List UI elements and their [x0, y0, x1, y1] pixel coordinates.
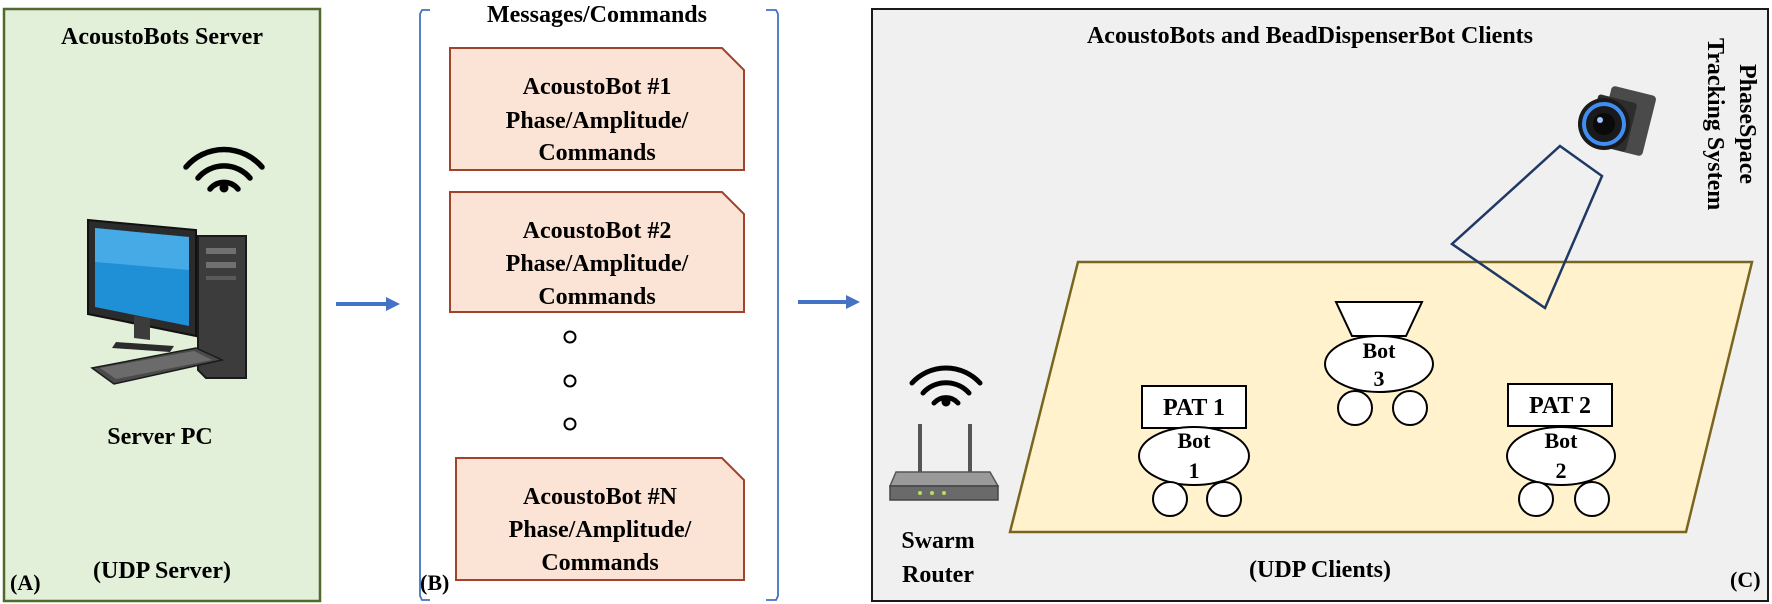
message-1-line2: Phase/Amplitude/	[506, 108, 689, 134]
panel-b-letter: (B)	[420, 570, 449, 595]
message-1-line1: AcoustoBot #1	[523, 74, 672, 100]
bot-1-label-2: 1	[1189, 458, 1200, 483]
bot-3-label-2: 3	[1374, 366, 1385, 391]
tracking-system-label-2: Tracking System	[1702, 38, 1728, 210]
bot-3-label-1: Bot	[1363, 338, 1397, 363]
pat-1-label: PAT 1	[1163, 395, 1225, 421]
message-1-line3: Commands	[538, 140, 655, 166]
server-pc-icon	[87, 218, 247, 385]
messages-bracket	[419, 9, 779, 601]
messages-title: Messages/Commands	[487, 2, 707, 28]
bot-2-label-2: 2	[1556, 458, 1567, 483]
message-n-line3: Commands	[541, 550, 658, 576]
bot-1: PAT 1 Bot 1	[1138, 385, 1250, 517]
clients-panel-title: AcoustoBots and BeadDispenserBot Clients	[1087, 23, 1533, 49]
message-n-line1: AcoustoBot #N	[523, 484, 678, 510]
wifi-icon	[183, 146, 265, 193]
messages-title-bg	[458, 0, 738, 28]
phasespace-camera-icon	[1578, 86, 1656, 156]
message-2-line3: Commands	[538, 284, 655, 310]
pat-2-box	[1507, 383, 1613, 427]
arrow-a-to-b	[336, 297, 400, 311]
message-box-2: AcoustoBot #2 Phase/Amplitude/ Commands	[449, 191, 745, 313]
pat-2-label: PAT 2	[1529, 393, 1591, 419]
ellipsis-dots	[563, 330, 577, 431]
clients-role-label: (UDP Clients)	[1249, 557, 1391, 583]
server-role-label: (UDP Server)	[93, 558, 231, 584]
panel-c-letter: (C)	[1730, 567, 1761, 592]
router-label-2: Router	[902, 562, 974, 588]
panel-a-letter: (A)	[10, 570, 41, 595]
pat-1-box	[1141, 385, 1247, 429]
bot-3: Bot 3	[1324, 301, 1434, 426]
tracking-beam	[1449, 144, 1604, 310]
message-2-line1: AcoustoBot #2	[523, 218, 672, 244]
router-label-1: Swarm	[901, 528, 974, 554]
bot-2-label-1: Bot	[1545, 428, 1579, 453]
swarm-router-icon	[888, 424, 1000, 501]
bead-dispenser-hopper	[1334, 301, 1424, 337]
arrow-b-to-c	[798, 295, 860, 309]
bot-2: PAT 2 Bot 2	[1506, 383, 1616, 517]
router-wifi-icon	[909, 365, 983, 407]
message-box-n: AcoustoBot #N Phase/Amplitude/ Commands	[455, 457, 745, 581]
tracking-system-label-1: PhaseSpace	[1734, 64, 1760, 184]
server-pc-label: Server PC	[107, 424, 213, 450]
server-panel-title: AcoustoBots Server	[61, 24, 263, 50]
bot-1-label-1: Bot	[1178, 428, 1212, 453]
message-box-1: AcoustoBot #1 Phase/Amplitude/ Commands	[449, 47, 745, 171]
message-n-line2: Phase/Amplitude/	[509, 517, 692, 543]
message-2-line2: Phase/Amplitude/	[506, 251, 689, 277]
